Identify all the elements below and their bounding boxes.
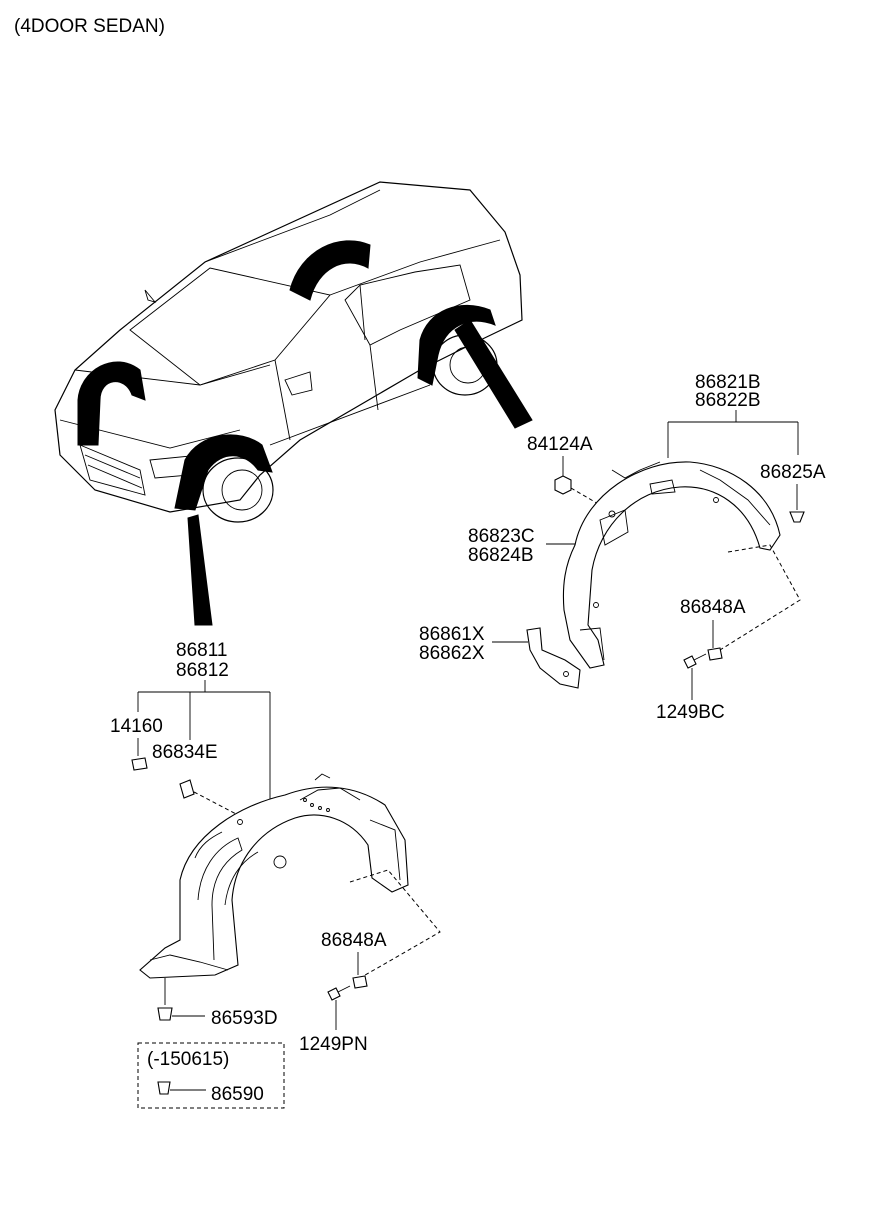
- label-1249BC: 1249BC: [656, 702, 725, 723]
- label-86834E: 86834E: [152, 742, 218, 763]
- label-rear-86848A: 86848A: [680, 597, 746, 618]
- pin-icon: [131, 757, 148, 771]
- fastener-icon: [157, 1007, 173, 1021]
- label-86862X: 86862X: [419, 643, 485, 664]
- label-86825A: 86825A: [760, 462, 826, 483]
- label-86823C: 86823C: [468, 526, 535, 547]
- label-86811: 86811: [176, 640, 227, 661]
- rear-left-liner-highlight: [289, 240, 371, 301]
- label-86861X: 86861X: [419, 624, 485, 645]
- screw-icon: [327, 985, 351, 1001]
- label-front-86848A: 86848A: [321, 930, 387, 951]
- page-title: (4DOOR SEDAN): [14, 16, 165, 37]
- clip-icon: [707, 647, 723, 661]
- label-86822B: 86822B: [695, 390, 761, 411]
- front-left-liner-highlight: [77, 361, 146, 446]
- rear-pointer: [454, 319, 533, 429]
- car-icon: [54, 181, 533, 626]
- label-86812: 86812: [176, 660, 229, 681]
- range-box: [137, 1042, 285, 1109]
- label-86593D: 86593D: [211, 1008, 278, 1029]
- screw-icon: [683, 653, 707, 669]
- clip-icon: [352, 975, 368, 989]
- rear-liner-leader: [667, 410, 799, 458]
- clip-icon: [789, 511, 805, 523]
- label-86590: 86590: [211, 1084, 264, 1105]
- range-note: (-150615): [147, 1049, 229, 1070]
- label-84124A: 84124A: [527, 434, 593, 455]
- label-1249PN: 1249PN: [299, 1034, 368, 1055]
- front-right-liner-highlight: [174, 434, 273, 511]
- front-pointer: [187, 514, 213, 626]
- fastener-icon: [157, 1081, 171, 1095]
- label-14160: 14160: [110, 716, 163, 737]
- front-wheel-guard-icon: [139, 773, 409, 979]
- rear-wheel-guard-icon: [562, 461, 781, 669]
- label-86821B: 86821B: [695, 372, 761, 393]
- rear-right-liner-highlight: [417, 305, 496, 386]
- label-86824B: 86824B: [468, 545, 534, 566]
- clip-icon: [179, 779, 195, 799]
- nut-icon: [554, 475, 572, 495]
- front-liner-leader: [137, 680, 271, 808]
- bracket-icon: [526, 627, 581, 689]
